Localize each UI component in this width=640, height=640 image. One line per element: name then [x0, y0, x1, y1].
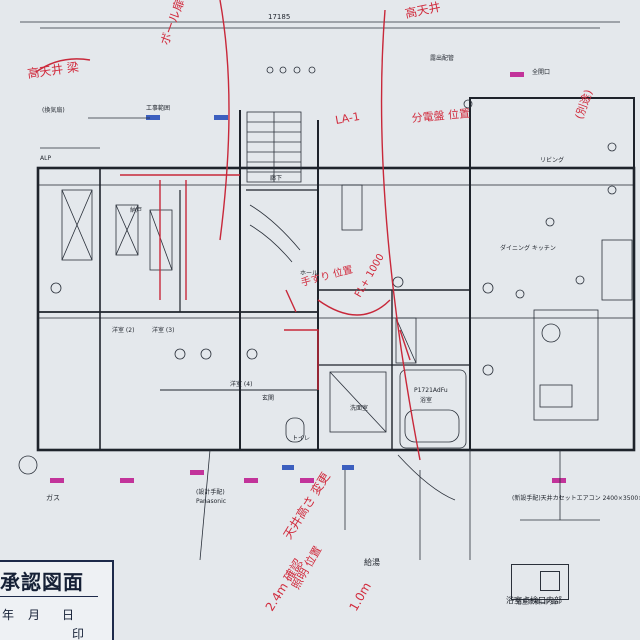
note-text: ガス	[46, 493, 60, 502]
title-divider	[0, 596, 98, 597]
room-label: 洋室 (2)	[112, 326, 134, 334]
wall-outline	[36, 97, 636, 452]
red-note-2: ボール扉	[158, 0, 188, 47]
closet-blocks	[61, 184, 417, 364]
electrical-symbols	[18, 66, 617, 475]
note-text: (換気扇)	[42, 106, 65, 114]
handwritten-notes: 高天井 梁 ボール扉 高天井 LA-1 分電盤 位置 (別途) 手すり 位置 F…	[26, 0, 595, 614]
staircase	[246, 111, 302, 263]
inspection-hatch: 浴室点検口内部	[506, 564, 569, 605]
hatch-x-icon	[540, 571, 560, 591]
room-label: 洋室 (4)	[230, 380, 252, 388]
red-note-11: 1.0m	[346, 580, 374, 614]
leader-lines	[40, 117, 600, 561]
note-text: Panasonic	[196, 498, 226, 505]
printed-notes: (換気扇) 工事範囲 (設計手配) Panasonic 露出配管 全開口 ALP…	[40, 54, 640, 606]
note-text: (設計手配)	[196, 488, 225, 496]
note-text: 浴室点検口内部	[516, 598, 558, 606]
approval-day: 日	[62, 608, 75, 622]
top-dimension: 17185	[20, 13, 620, 29]
note-text: (新設手配)天井カセットエアコン 2400×3500×400	[512, 494, 640, 502]
red-note-3: 高天井	[404, 0, 442, 21]
room-label: 納戸	[130, 206, 142, 214]
red-note-1: 高天井 梁	[26, 59, 79, 81]
note-text: 給湯	[364, 557, 380, 567]
bathroom-fixtures	[285, 239, 633, 449]
room-label: 洗面室	[350, 404, 368, 412]
note-text: 工事範囲	[146, 104, 170, 112]
dimension-total: 17185	[268, 13, 290, 21]
room-labels: 納戸 洋室 (2) 洋室 (3) 洋室 (4) 玄関 リビング ダイニング キッ…	[112, 156, 564, 442]
room-label: 洋室 (3)	[152, 326, 174, 334]
red-note-8: FL+ 1000	[353, 252, 387, 299]
red-note-6: (別途)	[572, 87, 596, 121]
note-text: ALP	[40, 155, 51, 162]
room-label: 浴室	[420, 396, 432, 404]
room-label: リビング	[540, 156, 564, 164]
approval-title: 承認図面	[0, 572, 84, 594]
red-note-5: 分電盤 位置	[411, 106, 470, 125]
approval-month: 月	[28, 608, 41, 622]
red-markup-lines	[35, 0, 421, 461]
inspection-hatch-label: 浴室点検口内部	[506, 596, 562, 605]
red-note-4: LA-1	[334, 110, 361, 127]
approval-title-block: 承認図面 年 月 日 印	[0, 560, 114, 640]
room-label: ダイニング キッチン	[500, 244, 556, 252]
room-label: 廊下	[270, 174, 282, 182]
note-text: P1721AdFu	[414, 387, 448, 394]
room-label: 玄関	[262, 394, 274, 402]
room-label: ホール	[300, 270, 318, 277]
note-text: 全開口	[532, 68, 550, 76]
room-label: トイレ	[292, 435, 310, 442]
approval-seal: 印	[71, 627, 84, 640]
approval-year: 年	[2, 608, 15, 622]
colored-tags	[50, 72, 566, 483]
note-text: 露出配管	[430, 54, 454, 62]
